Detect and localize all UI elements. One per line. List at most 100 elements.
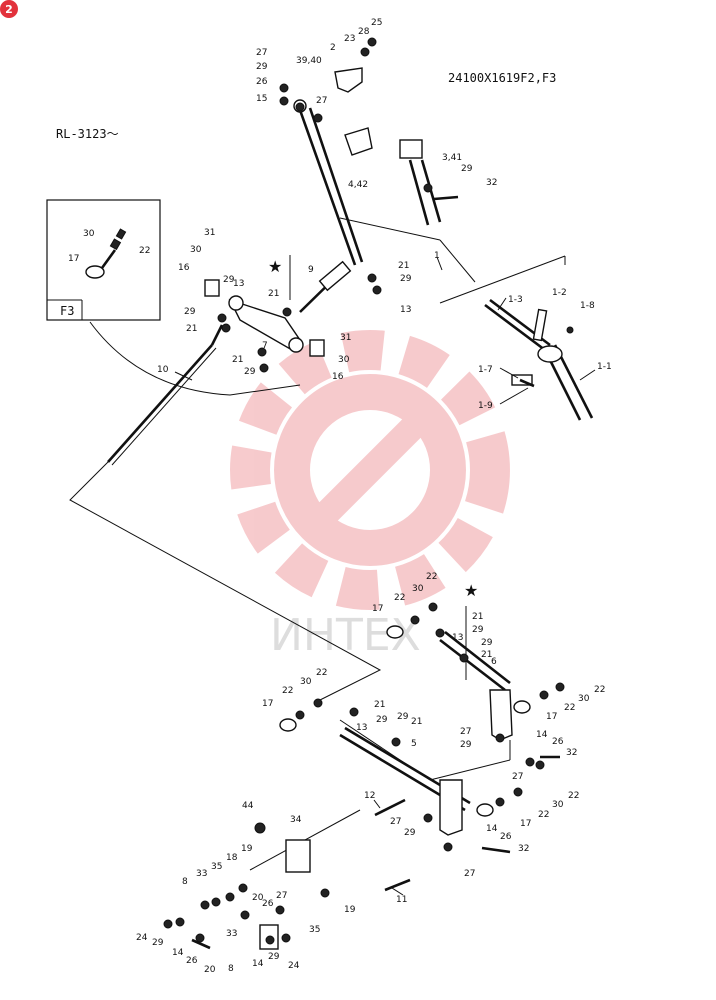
fasteners [163, 37, 574, 950]
part-label: 21 [374, 700, 385, 710]
part-label: 34 [290, 815, 302, 825]
part-label: 10 [157, 365, 169, 375]
part-label: 21 [411, 717, 422, 727]
lower-linkage [259, 625, 531, 950]
part-label: 29 [244, 367, 256, 377]
part-label: 9 [308, 265, 314, 275]
part-label: 27 [316, 96, 327, 106]
part-label: 6 [491, 657, 497, 667]
part-label: 21 [481, 650, 492, 660]
part-label: 33 [226, 929, 237, 939]
inset-f3: F3 [46, 199, 161, 321]
part-label: 14 [536, 730, 548, 740]
part-label: 27 [512, 772, 523, 782]
part-label: 26 [262, 899, 274, 909]
part-label: 30 [412, 584, 424, 594]
part-label: 21 [186, 324, 197, 334]
part-label: 29 [460, 740, 472, 750]
part-label: 1-9 [478, 401, 493, 411]
part-label: 22 [538, 810, 549, 820]
part-label: 20 [252, 893, 264, 903]
part-label: 8 [182, 877, 188, 887]
rod-9 [299, 260, 352, 313]
part-label: 29 [152, 938, 164, 948]
part-label: 29 [481, 638, 493, 648]
part-label: 22 [394, 593, 405, 603]
drawing-number: 24100X1619F2,F3 [448, 71, 556, 85]
part-label: 20 [204, 965, 216, 975]
part-label: 29 [376, 715, 388, 725]
part-label: 2 [330, 43, 336, 53]
part-label: 1-2 [552, 288, 567, 298]
part-label: 33 [196, 869, 207, 879]
serial-range: RL-3123～ [56, 127, 119, 141]
watermark-gear-logo [230, 330, 510, 610]
part-label: 7 [262, 341, 268, 351]
part-label: 17 [372, 604, 383, 614]
part-label: 1-3 [508, 295, 523, 305]
part-label: 30 [338, 355, 350, 365]
part-label: 14 [486, 824, 498, 834]
part-label: 4,42 [348, 180, 368, 190]
part-label: 14 [172, 948, 184, 958]
part-label: 22 [139, 246, 150, 256]
part-label: 39,40 [296, 56, 322, 66]
part-label: 29 [256, 62, 268, 72]
part-label: 13 [356, 723, 367, 733]
part-label: 22 [564, 703, 575, 713]
part-label: 13 [233, 279, 244, 289]
part-label: 30 [578, 694, 590, 704]
part-label: 25 [371, 18, 382, 28]
part-label: 11 [396, 895, 407, 905]
part-label: 16 [178, 263, 190, 273]
part-label: 22 [426, 572, 437, 582]
part-label: 31 [340, 333, 351, 343]
upper-shift-lever [293, 67, 442, 266]
part-label: 35 [211, 862, 222, 872]
connection-lines [69, 217, 566, 871]
part-label: 19 [241, 844, 253, 854]
part-label: 17 [68, 254, 79, 264]
part-label: 17 [546, 712, 557, 722]
part-label: 29 [184, 307, 196, 317]
star-marker-lower: ★ [464, 581, 478, 600]
part-label: 29 [400, 274, 412, 284]
part-label: 1-8 [580, 301, 595, 311]
part-label: 13 [452, 633, 463, 643]
inset-label: F3 [60, 304, 74, 318]
part-label: 28 [358, 27, 370, 37]
upper-bellcrank [204, 279, 325, 357]
part-label: 27 [256, 48, 267, 58]
main-lever-1 [484, 298, 594, 421]
part-label: 19 [344, 905, 356, 915]
part-label: 22 [316, 668, 327, 678]
part-label: 35 [309, 925, 320, 935]
page-number-badge: 2 [0, 0, 18, 18]
part-label: 24 [136, 933, 148, 943]
cable-10 [107, 324, 224, 466]
part-label: 3,41 [442, 153, 462, 163]
part-label: 44 [242, 801, 254, 811]
part-label: 22 [282, 686, 293, 696]
star-marker-upper: ★ [268, 257, 282, 276]
part-label: 5 [411, 739, 417, 749]
part-label: 27 [276, 891, 287, 901]
part-label: 23 [344, 34, 355, 44]
part-label: 30 [190, 245, 202, 255]
part-label: 29 [404, 828, 416, 838]
part-label: 26 [552, 737, 564, 747]
part-label: 30 [552, 800, 564, 810]
part-label: 30 [300, 677, 312, 687]
part-label: 29 [397, 712, 409, 722]
part-label: 30 [83, 229, 95, 239]
part-label: 18 [226, 853, 238, 863]
part-label: 1-1 [597, 362, 612, 372]
part-label: 26 [256, 77, 268, 87]
part-label: 13 [400, 305, 411, 315]
part-label: 14 [252, 959, 264, 969]
part-label: 21 [268, 289, 279, 299]
part-label: 15 [256, 94, 267, 104]
part-label: 26 [500, 832, 512, 842]
part-label: 17 [262, 699, 273, 709]
